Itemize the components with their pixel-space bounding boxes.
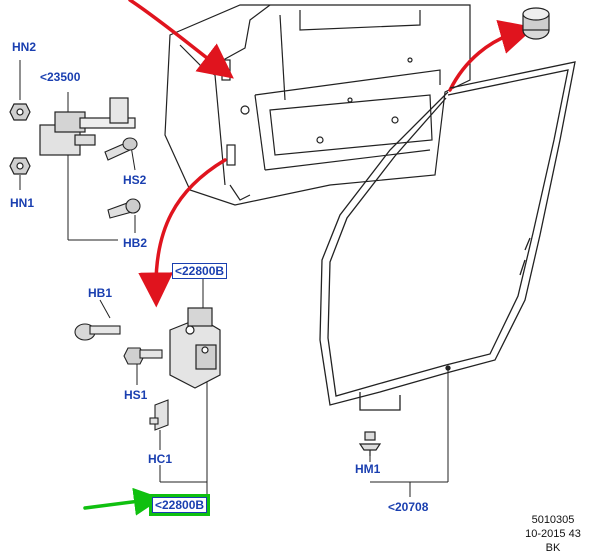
label-hm1: HM1 xyxy=(355,462,381,476)
plug-part xyxy=(522,7,550,40)
red-arrows xyxy=(128,0,535,308)
nut-parts xyxy=(9,103,31,175)
label-hs1: HS1 xyxy=(124,388,148,402)
footer-ref-number: 5010305 xyxy=(531,514,575,526)
label-23500: <23500 xyxy=(40,70,81,84)
hinge-assembly xyxy=(169,307,221,389)
label-22800b-bottom: <22800B xyxy=(148,494,211,516)
label-20708: <20708 xyxy=(388,500,429,514)
label-hs2: HS2 xyxy=(123,173,147,187)
check-link-assembly xyxy=(39,97,136,156)
weatherstrip xyxy=(319,61,576,411)
footer-region-code: BK xyxy=(545,542,561,554)
label-hn1: HN1 xyxy=(10,196,35,210)
label-hn2: HN2 xyxy=(12,40,37,54)
door-frame xyxy=(164,4,471,206)
hb1-bolt xyxy=(74,323,121,341)
hs1-bolt xyxy=(123,347,163,365)
bolt-parts xyxy=(104,137,141,219)
label-hb1: HB1 xyxy=(88,286,113,300)
hc1-clip xyxy=(149,399,169,431)
label-hc1: HC1 xyxy=(148,452,173,466)
hm1-clip xyxy=(358,431,382,456)
leader-lines xyxy=(19,60,449,497)
label-22800b-top: <22800B xyxy=(172,263,228,279)
green-arrow xyxy=(83,487,162,516)
label-hb2: HB2 xyxy=(123,236,148,250)
footer-date-code: 10-2015 43 xyxy=(525,528,581,540)
